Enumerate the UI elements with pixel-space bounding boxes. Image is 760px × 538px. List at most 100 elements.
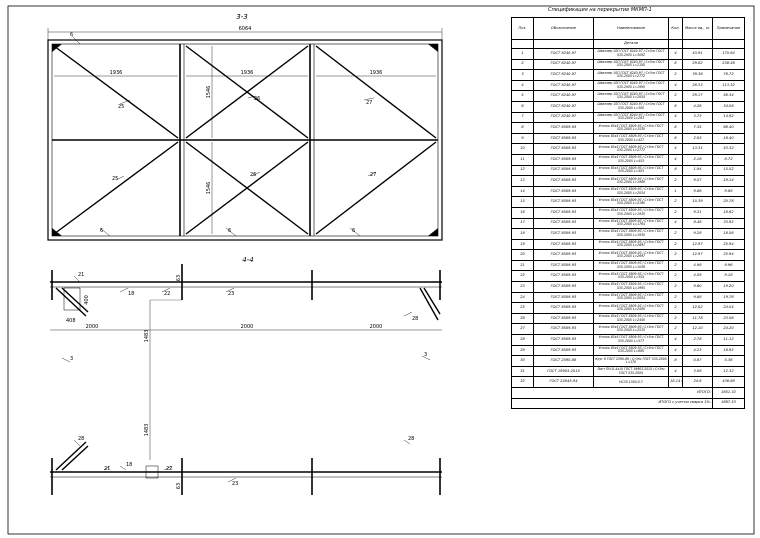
spec-cell-mass: 12.97 [682, 238, 713, 251]
spec-cell-name: Уголок 63х5 ГОСТ 8509-93 / Ст3пс ГОСТ 53… [593, 312, 669, 325]
spec-cell-name: Швеллер 10П ГОСТ 8240-97 / Ст3пс ГОСТ 53… [593, 111, 669, 124]
spec-cell-designation: ГОСТ 8509-93 [533, 281, 594, 293]
spec-cell-qty: 2 [668, 281, 683, 293]
spec-cell-pos: 9 [511, 132, 534, 145]
spec-cell-qty: 2 [668, 90, 683, 102]
spec-cell-name: Швеллер 10П ГОСТ 8240-97 / Ст3пс ГОСТ 53… [593, 58, 669, 71]
dim-overall: 6064 [239, 26, 252, 32]
spec-cell-note: 23.56 [712, 312, 745, 325]
spec-cell-pos: 2 [511, 58, 534, 71]
spec-cell-name: Уголок 63х5 ГОСТ 8509-93 / Ст3пс ГОСТ 53… [593, 122, 669, 134]
view-4-4-title: 4-4 [242, 256, 253, 264]
spec-header-name: Наименование [593, 17, 669, 40]
spec-cell-name: Уголок 63х5 ГОСТ 8509-93 / Ст3пс ГОСТ 53… [593, 291, 669, 304]
spec-cell-note: 238.56 [712, 58, 745, 71]
spec-cell-mass: 12.10 [682, 323, 713, 336]
spec-cell-mass: 9.60 [682, 281, 713, 293]
spec-cell-designation: ГОСТ 8509-93 [533, 206, 594, 219]
spec-cell-designation: ГОСТ 8240-97 [533, 48, 594, 60]
spec-cell-qty: 18.14 м2 [668, 376, 683, 388]
spec-cell-mass: 39.36 [682, 69, 713, 81]
spec-cell-name: Уголок 63х5 ГОСТ 8509-93 / Ст3пс ГОСТ 53… [593, 196, 669, 208]
spec-cell-qty: 2 [668, 259, 683, 272]
spec-cell-designation: ГОСТ 8509-93 [533, 312, 594, 325]
spec-header-qty: Кол. [668, 17, 683, 40]
spec-cell-qty: 4 [668, 334, 683, 346]
spec-cell-qty: 4 [668, 344, 683, 357]
spec-cell-note: 19.14 [712, 175, 745, 187]
spec-cell-pos: 23 [511, 281, 534, 293]
spec-cell-qty: 4 [668, 79, 683, 92]
dim-vert-2: 1546 [206, 182, 212, 195]
spec-cell-qty: 8 [668, 58, 683, 71]
spec-cell-name: Круг 8 ГОСТ 2590-88 / Ст3пс ГОСТ 535-200… [593, 355, 669, 367]
spec-cell-designation: ГОСТ 24045-94 [533, 376, 594, 388]
spec-cell-pos: 4 [511, 79, 534, 92]
spec-header-row: Поз. Обозначение Наименование Кол. Масса… [511, 17, 745, 40]
spec-cell-name: НС35-1000-0.7 [593, 376, 669, 388]
spec-cell-note: 18.62 [712, 206, 745, 219]
spec-cell-mass: 24.6 [682, 376, 713, 388]
spec-cell-note: 53.32 [712, 143, 745, 155]
dim-vert-1: 1546 [206, 86, 212, 99]
spec-cell-pos: 3 [511, 69, 534, 81]
callout-23-top: 23 [228, 291, 234, 297]
spec-cell-note: 33.92 [712, 217, 745, 230]
callout-21-bottom: 21 [104, 466, 110, 472]
spec-cell-name: Швеллер 10П ГОСТ 8240-97 / Ст3пс ГОСТ 53… [593, 79, 669, 92]
spec-cell-designation: ГОСТ 8509-93 [533, 270, 594, 283]
spec-cell-designation: ГОСТ 8240-97 [533, 79, 594, 92]
spec-cell-name: Швеллер 10П ГОСТ 8240-97 / Ст3пс ГОСТ 53… [593, 100, 669, 113]
spec-cell-note: 24.20 [712, 323, 745, 336]
callout-3-left: 3 [70, 356, 73, 362]
spec-cell-pos: 14 [511, 185, 534, 198]
spec-cell-designation: ГОСТ 2590-88 [533, 355, 594, 367]
spec-cell-name: Швеллер 10П ГОСТ 8240-97 / Ст3пс ГОСТ 53… [593, 48, 669, 60]
callout-27-lower: 27 [370, 172, 376, 178]
spec-cell-mass: 2.78 [682, 334, 713, 346]
spec-cell-note: 5.36 [712, 355, 745, 367]
spec-cell-designation: ГОСТ 8240-97 [533, 69, 594, 81]
spec-cell-qty: 2 [668, 291, 683, 304]
spec-cell-pos: 26 [511, 312, 534, 325]
spec-cell-pos: 11 [511, 153, 534, 166]
spec-cell-qty: 4 [668, 111, 683, 124]
spec-cell-note: 20.78 [712, 196, 745, 208]
spec-cell-designation: ГОСТ 8509-93 [533, 217, 594, 230]
spec-cell-designation: ГОСТ 8509-93 [533, 122, 594, 134]
spec-cell-qty: 2 [668, 196, 683, 208]
spec-cell-qty: 2 [668, 69, 683, 81]
spec-cell-pos: 10 [511, 143, 534, 155]
spec-total-label: ИТОГО: [511, 387, 713, 399]
dim-h-3: 2000 [370, 324, 383, 330]
spec-cell-note: 58.34 [712, 90, 745, 102]
spec-cell-designation: ГОСТ 8240-97 [533, 90, 594, 102]
spec-cell-mass: 11.78 [682, 312, 713, 325]
spec-cell-name: Уголок 63х5 ГОСТ 8509-93 / Ст3пс ГОСТ 53… [593, 249, 669, 261]
spec-cell-qty: 2 [668, 206, 683, 219]
spec-cell-pos: 20 [511, 249, 534, 261]
callout-18-top: 18 [128, 291, 134, 297]
spec-header-designation: Обозначение [533, 17, 594, 40]
spec-cell-designation: ГОСТ 8240-97 [533, 58, 594, 71]
spec-cell-pos: 27 [511, 323, 534, 336]
spec-grand-total-row: ИТОГО с учетом сварки 1%: 1667.53 [511, 397, 745, 410]
callout-3-right: 3 [424, 352, 427, 358]
spec-cell-mass: 9.31 [682, 206, 713, 219]
spec-header-mass: Масса ед., кг [682, 17, 713, 40]
spec-cell-name: Уголок 63х5 ГОСТ 8509-93 / Ст3пс ГОСТ 53… [593, 206, 669, 219]
spec-cell-name: Лист ПН-О-4х10 ГОСТ 19903-2015 / Ст3пс Г… [593, 365, 669, 378]
spec-cell-qty: 2 [668, 312, 683, 325]
dim-bay-2: 1936 [241, 70, 254, 76]
